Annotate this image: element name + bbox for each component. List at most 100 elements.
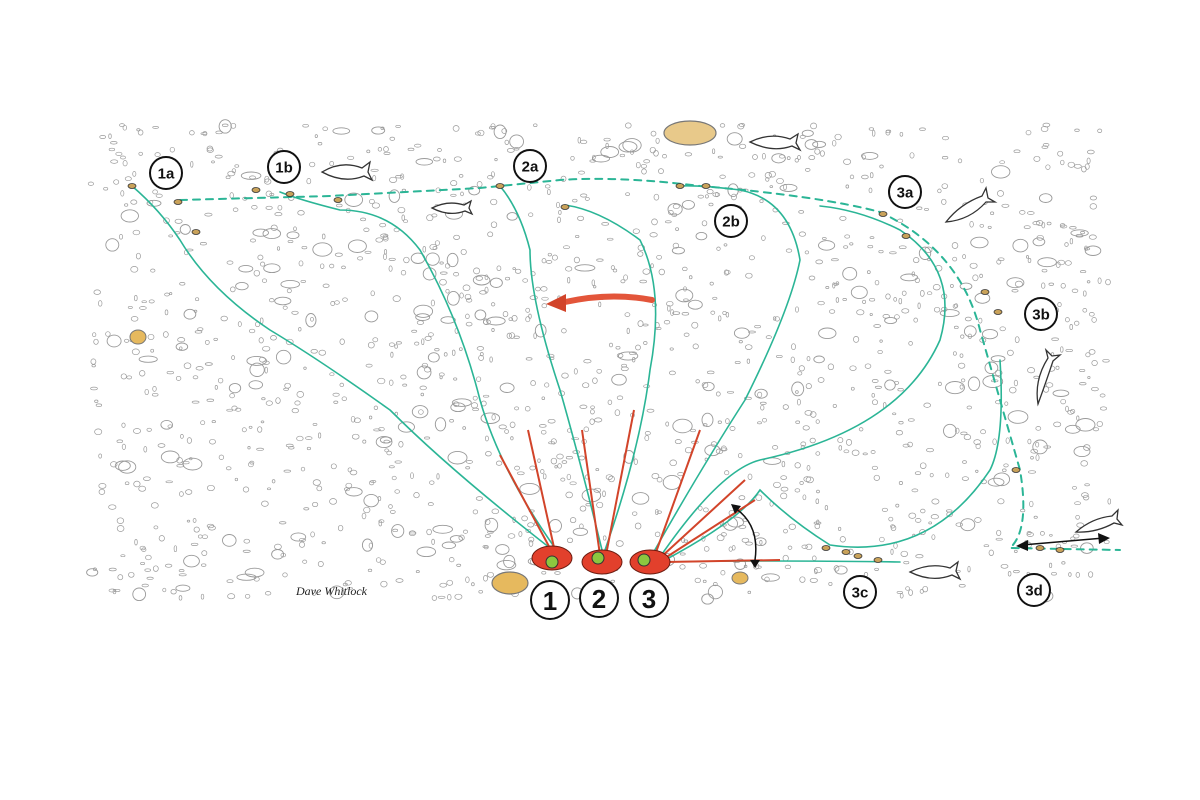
rod-2b: [605, 409, 635, 556]
gravel-pebble: [664, 220, 672, 224]
gravel-pebble: [351, 433, 360, 440]
gravel-pebble: [367, 568, 373, 573]
gravel-pebble: [293, 226, 297, 231]
gravel-pebble: [94, 428, 103, 436]
gravel-pebble: [361, 512, 367, 520]
gravel-pebble: [265, 190, 273, 197]
gravel-pebble: [141, 583, 149, 588]
gravel-pebble: [872, 129, 876, 137]
gravel-pebble: [474, 309, 487, 321]
gravel-pebble: [913, 257, 920, 264]
gravel-pebble: [834, 133, 842, 141]
gravel-pebble: [231, 355, 236, 360]
gravel-pebble: [487, 231, 494, 238]
gravel-pebble: [1080, 460, 1088, 467]
gravel-pebble: [108, 567, 117, 572]
gravel-pebble: [828, 581, 833, 586]
gravel-pebble: [1074, 320, 1080, 326]
gravel-pebble: [1091, 317, 1097, 323]
gravel-pebble: [723, 243, 728, 247]
gravel-pebble: [116, 525, 125, 532]
gravel-pebble: [388, 257, 396, 261]
gravel-pebble: [695, 231, 708, 241]
gravel-pebble: [1012, 238, 1029, 253]
gravel-pebble: [490, 198, 498, 206]
gravel-pebble: [759, 540, 763, 545]
gravel-pebble: [121, 443, 126, 450]
gravel-pebble: [569, 481, 577, 486]
gravel-pebble: [583, 359, 592, 364]
gravel-pebble: [225, 466, 232, 471]
gravel-pebble: [695, 379, 700, 384]
gravel-pebble: [286, 288, 292, 294]
gravel-pebble: [632, 511, 638, 516]
gravel-pebble: [674, 439, 682, 445]
gravel-pebble: [701, 381, 709, 389]
gravel-pebble: [470, 402, 479, 409]
gravel-pebble: [825, 286, 830, 289]
gravel-pebble: [871, 392, 875, 398]
position-label-3c: 3c: [843, 575, 877, 609]
fly-icon: [1011, 467, 1021, 473]
gravel-pebble: [1025, 129, 1032, 136]
gravel-pebble: [1002, 468, 1007, 473]
gravel-pebble: [650, 263, 654, 269]
gravel-pebble: [169, 292, 173, 296]
gravel-pebble: [222, 534, 237, 547]
gravel-pebble: [1073, 163, 1082, 169]
gravel-pebble: [525, 307, 531, 313]
gravel-pebble: [960, 431, 968, 436]
gravel-pebble: [799, 576, 806, 583]
line-3b: [664, 359, 1003, 561]
gravel-pebble: [90, 358, 97, 365]
gravel-pebble: [170, 589, 177, 595]
gravel-pebble: [179, 346, 183, 351]
gravel-pebble: [226, 260, 234, 265]
gravel-pebble: [637, 251, 644, 257]
gravel-pebble: [229, 192, 234, 199]
gravel-pebble: [995, 537, 1003, 541]
gravel-pebble: [943, 423, 957, 438]
gravel-pebble: [915, 518, 922, 523]
gravel-pebble: [514, 406, 520, 411]
gravel-pebble: [414, 341, 420, 346]
gravel-pebble: [244, 567, 265, 578]
gravel-pebble: [174, 218, 183, 224]
gravel-pebble: [819, 150, 825, 157]
gravel-pebble: [243, 538, 251, 544]
gravel-pebble: [601, 222, 610, 226]
gravel-pebble: [806, 465, 811, 471]
gravel-pebble: [92, 567, 97, 572]
gravel-pebble: [798, 365, 805, 372]
gravel-pebble: [862, 452, 868, 456]
gravel-pebble: [897, 218, 904, 223]
gravel-pebble: [1099, 406, 1108, 411]
gravel-pebble: [984, 361, 999, 375]
gravel-pebble: [329, 498, 338, 505]
gravel-pebble: [487, 530, 494, 534]
gravel-pebble: [491, 414, 496, 421]
gravel-pebble: [672, 242, 680, 249]
gravel-pebble: [712, 296, 718, 300]
gravel-pebble: [898, 481, 903, 485]
gravel-pebble: [485, 451, 492, 457]
gravel-pebble: [378, 519, 385, 524]
gravel-pebble: [103, 186, 109, 191]
gravel-pebble: [706, 189, 714, 195]
gravel-pebble: [762, 417, 767, 423]
gravel-pebble: [899, 593, 904, 599]
gravel-pebble: [120, 190, 125, 197]
gravel-pebble: [900, 273, 919, 282]
gravel-pebble: [248, 425, 253, 429]
gravel-pebble: [909, 152, 915, 159]
gravel-pebble: [817, 377, 825, 383]
gravel-pebble: [357, 256, 364, 261]
gravel-pebble: [541, 296, 549, 301]
gravel-pebble: [679, 564, 686, 570]
gravel-pebble: [605, 474, 613, 480]
rod-1a: [499, 454, 553, 553]
gravel-pebble: [1070, 229, 1089, 237]
gravel-pebble: [424, 436, 431, 440]
gravel-pebble: [95, 403, 103, 407]
